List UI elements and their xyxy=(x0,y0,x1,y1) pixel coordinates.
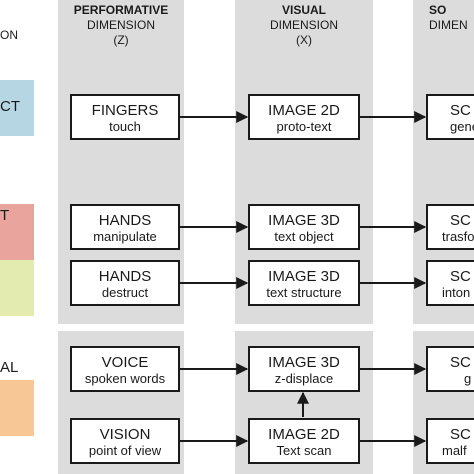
box-main-text: IMAGE 3D xyxy=(268,354,340,371)
visual-box-image2d-textscan: IMAGE 2D Text scan xyxy=(248,418,360,464)
row-swatch-2 xyxy=(0,204,34,260)
box-main-text: SC xyxy=(450,426,471,443)
third-subtitle: DIMEN xyxy=(429,18,468,32)
visual-box-image2d-prototext: IMAGE 2D proto-text xyxy=(248,94,360,140)
box-sub-text: z-displace xyxy=(274,371,334,386)
performative-box-vision: VISION point of view xyxy=(70,418,180,464)
row-dimension-header: ON xyxy=(0,28,18,43)
box-sub-text: gene xyxy=(450,119,474,134)
row-label-4: AL xyxy=(0,359,19,376)
box-sub-text: trasfo xyxy=(442,229,474,244)
box-sub-text: malf xyxy=(442,443,467,458)
box-sub-text: destruct xyxy=(101,285,149,300)
box-main-text: SC xyxy=(450,354,471,371)
performative-title: PERFORMATIVE xyxy=(73,3,169,17)
box-sub-text: text structure xyxy=(266,285,342,300)
row-dimension-header-text: ON xyxy=(0,28,18,42)
performative-box-hands-destruct: HANDS destruct xyxy=(70,260,180,306)
third-header: SO DIMEN xyxy=(413,3,474,33)
visual-box-image3d-textstructure: IMAGE 3D text structure xyxy=(248,260,360,306)
third-box-2: SC trasfo xyxy=(426,204,474,250)
box-main-text: IMAGE 2D xyxy=(268,426,340,443)
visual-header: VISUAL DIMENSION (X) xyxy=(235,3,373,48)
box-main-text: SC xyxy=(450,102,471,119)
box-main-text: VISION xyxy=(99,426,151,443)
row-label-1: CT xyxy=(0,98,20,115)
performative-header: PERFORMATIVE DIMENSION (Z) xyxy=(58,3,184,48)
box-main-text: HANDS xyxy=(98,212,152,229)
visual-box-image3d-zdisplace: IMAGE 3D z-displace xyxy=(248,346,360,392)
box-sub-text: g xyxy=(464,371,472,386)
third-box-3: SC inton xyxy=(426,260,474,306)
box-sub-text: text object xyxy=(274,229,334,244)
row-swatch-3 xyxy=(0,260,34,316)
box-main-text: SC xyxy=(450,212,471,229)
box-sub-text: proto-text xyxy=(276,119,332,134)
box-main-text: SC xyxy=(450,268,471,285)
box-main-text: HANDS xyxy=(98,268,152,285)
performative-box-hands-manipulate: HANDS manipulate xyxy=(70,204,180,250)
box-main-text: FINGERS xyxy=(91,102,159,119)
performative-axis: (Z) xyxy=(113,33,129,47)
performative-box-fingers: FINGERS touch xyxy=(70,94,180,140)
row-swatch-1 xyxy=(0,80,34,136)
visual-axis: (X) xyxy=(296,33,312,47)
box-main-text: VOICE xyxy=(101,354,149,371)
box-sub-text: spoken words xyxy=(84,371,166,386)
visual-subtitle: DIMENSION xyxy=(269,18,338,32)
third-box-5: SC malf xyxy=(426,418,474,464)
third-box-4: SC g xyxy=(426,346,474,392)
row-label-2: T xyxy=(0,207,10,224)
visual-title: VISUAL xyxy=(281,3,326,17)
box-sub-text: point of view xyxy=(88,443,162,458)
box-main-text: IMAGE 2D xyxy=(268,102,340,119)
third-box-1: SC gene xyxy=(426,94,474,140)
box-sub-text: manipulate xyxy=(93,229,157,244)
box-main-text: IMAGE 3D xyxy=(268,268,340,285)
box-sub-text: Text scan xyxy=(276,443,332,458)
box-sub-text: touch xyxy=(109,119,141,134)
row-swatch-4 xyxy=(0,380,34,436)
box-sub-text: inton xyxy=(442,285,471,300)
performative-subtitle: DIMENSION xyxy=(86,18,155,32)
third-title: SO xyxy=(429,3,447,17)
visual-box-image3d-textobject: IMAGE 3D text object xyxy=(248,204,360,250)
box-main-text: IMAGE 3D xyxy=(268,212,340,229)
performative-box-voice: VOICE spoken words xyxy=(70,346,180,392)
